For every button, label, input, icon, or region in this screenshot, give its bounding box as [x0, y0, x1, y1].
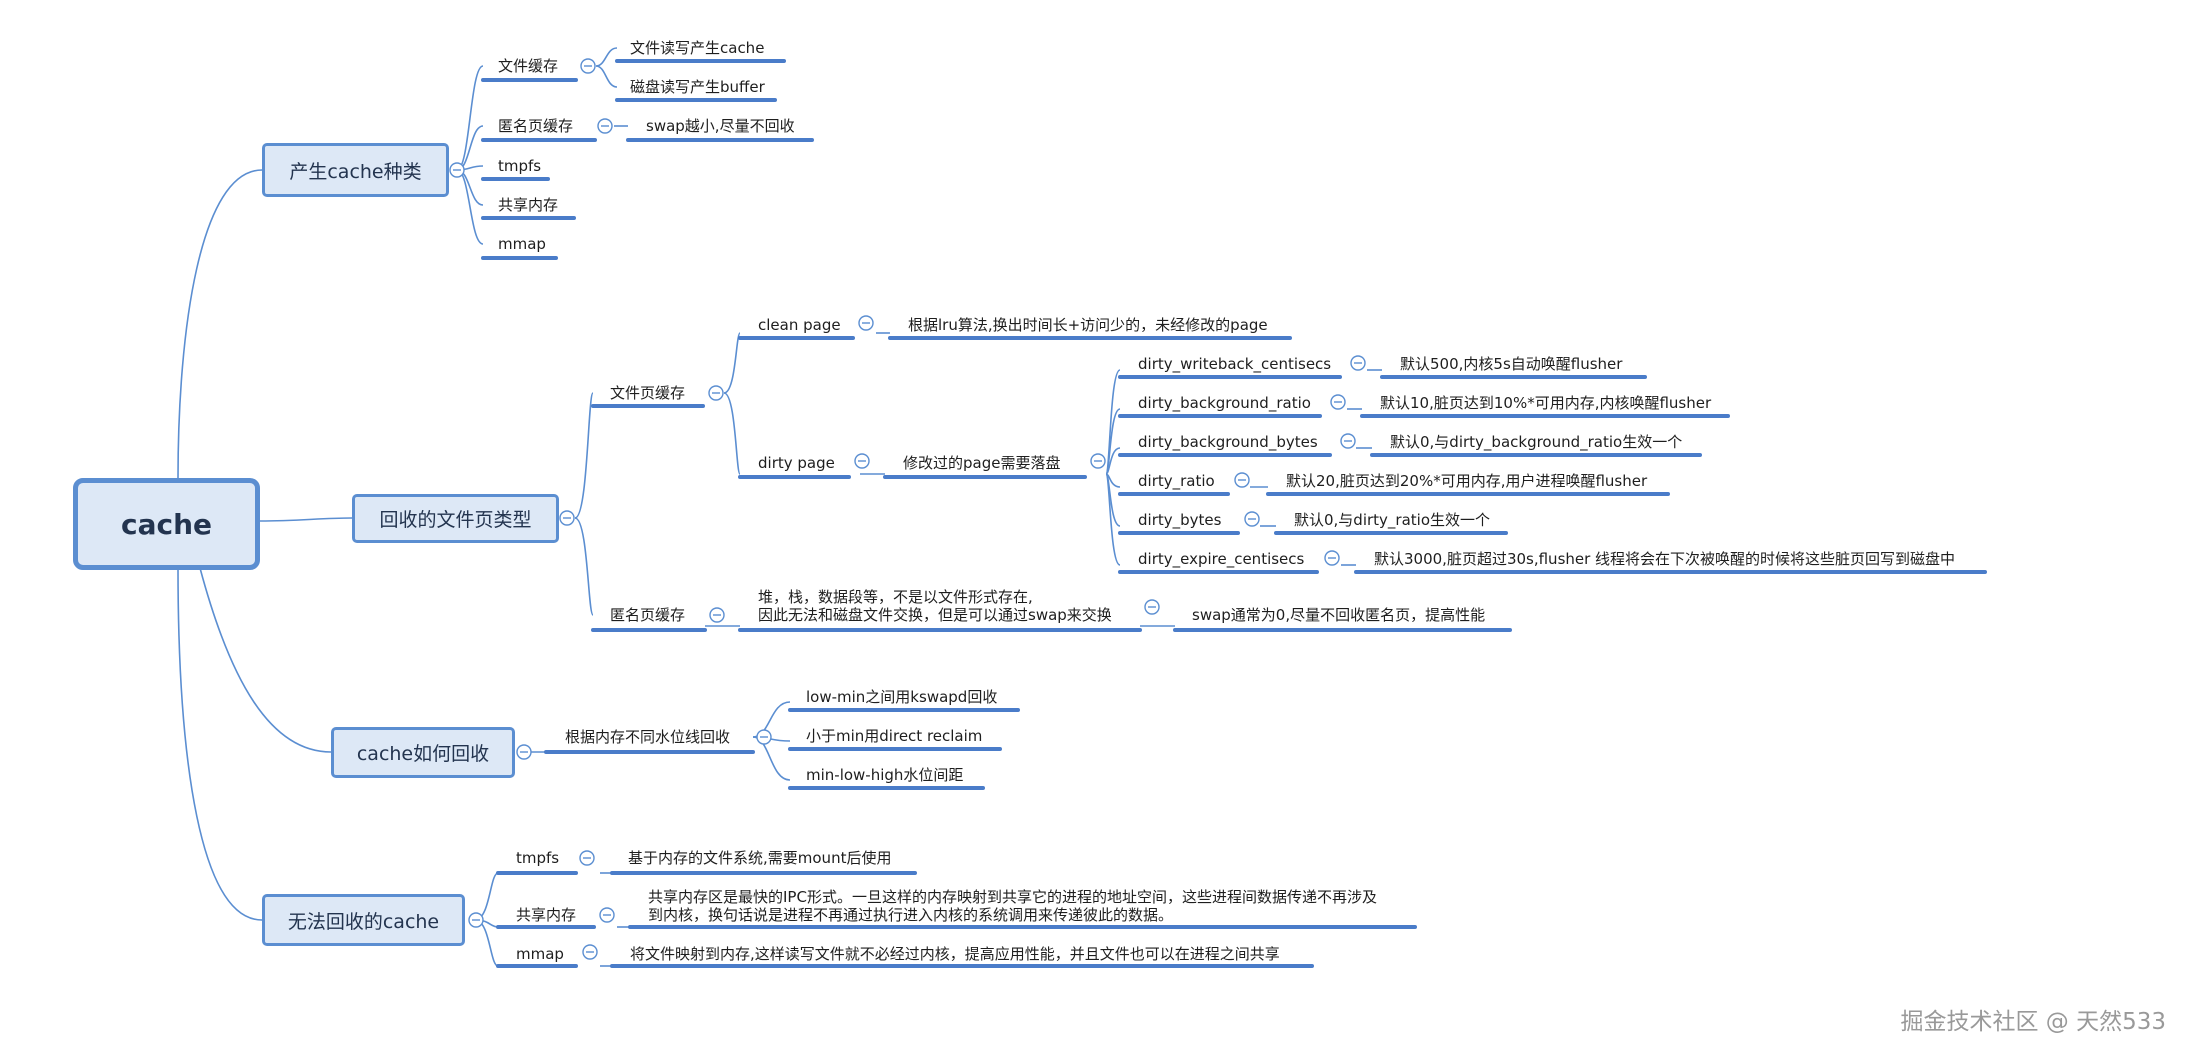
topic-dirty-param-desc[interactable]: 默认10,脏页达到10%*可用内存,内核唤醒flusher [1380, 394, 1712, 412]
topic-unreclaimable-cache-label: 无法回收的cache [287, 910, 440, 933]
collapse-toggle-tmpfs[interactable] [579, 850, 595, 866]
topic-shared-memory[interactable]: 共享内存 [498, 196, 558, 214]
topic-file-page-cache[interactable]: 文件页缓存 [610, 384, 685, 402]
topic-labels: 文件缓存 文件读写产生cache 磁盘读写产生buffer 匿名页缓存 swap… [498, 39, 1955, 963]
topic-file-cache[interactable]: 文件缓存 [498, 57, 558, 75]
topic-swap-small[interactable]: swap越小,尽量不回收 [646, 117, 795, 135]
topic-tmpfs-desc[interactable]: 基于内存的文件系统,需要mount后使用 [628, 849, 891, 867]
collapse-toggle-mmap[interactable] [582, 944, 598, 960]
topic-how-cache-reclaim-label: cache如何回收 [356, 743, 490, 765]
edge-root-how-reclaim [199, 567, 332, 753]
topic-mmap-desc[interactable]: 将文件映射到内存,这样读写文件就不必经过内核，提高应用性能，并且文件也可以在进程… [630, 945, 1280, 963]
topic-mmap[interactable]: mmap [498, 235, 546, 253]
topic-mmap[interactable]: mmap [516, 945, 564, 963]
topic-dirty-param-desc[interactable]: 默认0,与dirty_background_ratio生效一个 [1390, 433, 1682, 452]
topic-anon-desc-line2[interactable]: 因此无法和磁盘文件交换，但是可以通过swap来交换 [758, 606, 1112, 624]
topic-shm-desc-line2[interactable]: 到内核，换句话说是进程不再通过执行进入内核的系统调用来传递彼此的数据。 [648, 906, 1173, 924]
root-topic[interactable]: cache [73, 478, 260, 570]
edge-root-unreclaimable [177, 567, 263, 921]
topic-reclaim-item[interactable]: 小于min用direct reclaim [806, 727, 982, 745]
topic-reclaim-item[interactable]: low-min之间用kswapd回收 [806, 688, 997, 706]
topic-dirty-param-name[interactable]: dirty_ratio [1138, 472, 1215, 491]
root-topic-label: cache [120, 507, 212, 541]
topic-shm-desc-line1[interactable]: 共享内存区是最快的IPC形式。一旦这样的内存映射到共享它的进程的地址空间，这些进… [648, 888, 1377, 906]
topic-clean-desc[interactable]: 根据lru算法,换出时间长+访问少的，未经修改的page [908, 316, 1268, 334]
topic-produce-cache-types[interactable]: 产生cache种类 [262, 143, 449, 197]
topic-reclaim-file-page-types-label: 回收的文件页类型 [379, 509, 532, 531]
collapse-toggle-anon-desc[interactable] [1144, 599, 1160, 615]
topic-dirty-param-name[interactable]: dirty_background_bytes [1138, 433, 1318, 452]
topic-reclaim-item[interactable]: min-low-high水位间距 [806, 766, 963, 784]
topic-how-cache-reclaim[interactable]: cache如何回收 [331, 727, 515, 778]
collapse-toggle-shm[interactable] [599, 907, 615, 923]
collapse-toggle-reclaim-types[interactable] [559, 510, 575, 526]
topic-dirty-page[interactable]: dirty page [758, 454, 835, 472]
collapse-toggle-unreclaimable[interactable] [468, 912, 484, 928]
collapse-toggle-dirty-page[interactable] [854, 453, 870, 469]
topic-dirty-param-name[interactable]: dirty_background_ratio [1138, 394, 1311, 413]
topic-tmpfs[interactable]: tmpfs [516, 849, 559, 867]
topic-clean-page[interactable]: clean page [758, 316, 841, 334]
site-watermark: 掘金技术社区 @ 天然533 [1900, 1009, 2166, 1035]
topic-reclaim-file-page-types[interactable]: 回收的文件页类型 [352, 494, 559, 543]
collapse-toggle-anon-cache[interactable] [597, 118, 613, 134]
topic-dirty-param-name[interactable]: dirty_writeback_centisecs [1138, 355, 1331, 374]
topic-anon-cache[interactable]: 匿名页缓存 [498, 117, 573, 135]
topic-produce-cache-types-label: 产生cache种类 [289, 160, 422, 183]
collapse-toggle-how-reclaim[interactable] [516, 744, 532, 760]
collapse-toggle-file-cache[interactable] [580, 58, 596, 74]
topic-unreclaimable-cache[interactable]: 无法回收的cache [262, 894, 465, 946]
collapse-toggle-anon-page[interactable] [709, 607, 725, 623]
collapse-toggle-file-page-cache[interactable] [708, 385, 724, 401]
topic-anon-desc-line1[interactable]: 堆，栈，数据段等，不是以文件形式存在, [758, 588, 1033, 606]
collapse-toggle-dirty-desc[interactable] [1090, 453, 1106, 469]
edge-root-reclaim-types [259, 517, 353, 522]
topic-dirty-param-desc[interactable]: 默认20,脏页达到20%*可用内存,用户进程唤醒flusher [1286, 472, 1648, 490]
collapse-toggle-watermark[interactable] [756, 729, 772, 745]
topic-disk-read-buffer[interactable]: 磁盘读写产生buffer [630, 78, 766, 96]
edge-root-produce [177, 169, 263, 479]
topic-swap-note[interactable]: swap通常为0,尽量不回收匿名页，提高性能 [1192, 606, 1485, 624]
topic-dirty-param-desc[interactable]: 默认0,与dirty_ratio生效一个 [1294, 511, 1490, 530]
topic-dirty-param-name[interactable]: dirty_bytes [1138, 511, 1222, 530]
topic-anon-page-cache[interactable]: 匿名页缓存 [610, 606, 685, 624]
topic-shared-memory[interactable]: 共享内存 [516, 906, 576, 924]
collapse-toggle-clean-page[interactable] [858, 315, 874, 331]
topic-file-read-cache[interactable]: 文件读写产生cache [630, 39, 764, 57]
topic-dirty-param-name[interactable]: dirty_expire_centisecs [1138, 550, 1305, 569]
topic-watermark-reclaim[interactable]: 根据内存不同水位线回收 [565, 728, 730, 746]
collapse-toggles[interactable] [449, 58, 1366, 960]
topic-dirty-param-desc[interactable]: 默认3000,脏页超过30s,flusher 线程将会在下次被唤醒的时候将这些脏… [1374, 550, 1955, 568]
topic-tmpfs[interactable]: tmpfs [498, 157, 541, 175]
topic-dirty-param-desc[interactable]: 默认500,内核5s自动唤醒flusher [1400, 355, 1623, 373]
topic-dirty-desc[interactable]: 修改过的page需要落盘 [903, 454, 1060, 472]
collapse-toggle-produce[interactable] [449, 162, 465, 178]
underlines [481, 59, 1987, 968]
